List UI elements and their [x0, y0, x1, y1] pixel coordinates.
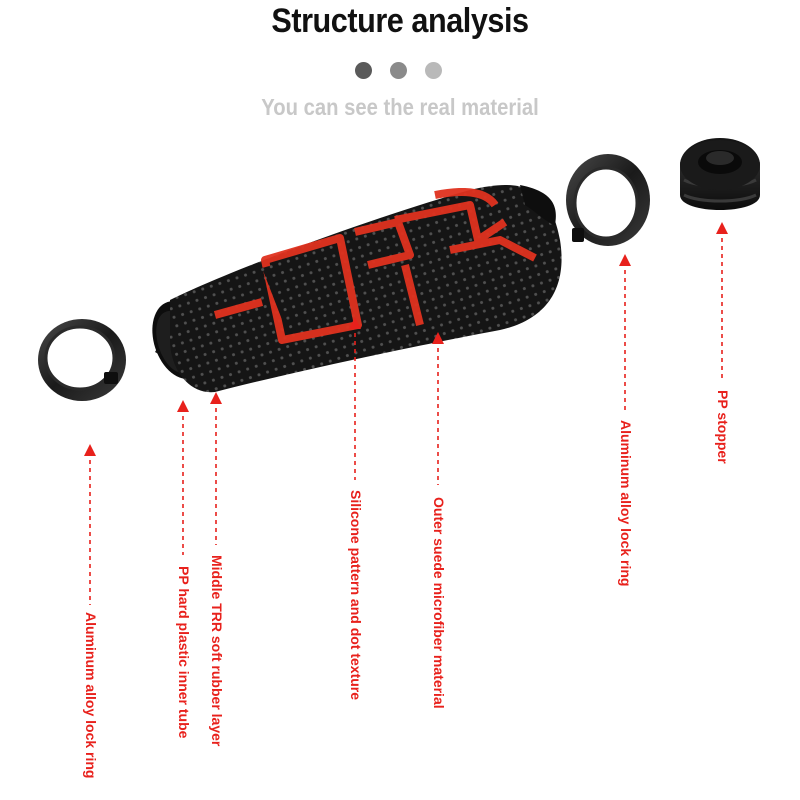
right-lock-ring: [566, 154, 650, 246]
pp-stopper: [680, 138, 760, 210]
label-middle-trr: Middle TRR soft rubber layer: [209, 555, 225, 747]
label-pp-inner-tube: PP hard plastic inner tube: [176, 566, 192, 739]
carousel-dots: [355, 62, 442, 79]
label-silicone-pattern: Silicone pattern and dot texture: [348, 490, 364, 701]
page-title: Structure analysis: [271, 2, 529, 40]
label-aluminum-ring-right: Aluminum alloy lock ring: [618, 420, 634, 587]
dot-1: [355, 62, 372, 79]
label-outer-suede: Outer suede microfiber material: [431, 497, 447, 709]
label-aluminum-ring-left: Aluminum alloy lock ring: [83, 612, 99, 779]
left-lock-ring: [38, 319, 126, 401]
label-pp-stopper: PP stopper: [715, 390, 731, 464]
dot-3: [425, 62, 442, 79]
dot-2: [390, 62, 407, 79]
grip-body: [152, 185, 562, 393]
page-subtitle: You can see the real material: [261, 94, 539, 120]
